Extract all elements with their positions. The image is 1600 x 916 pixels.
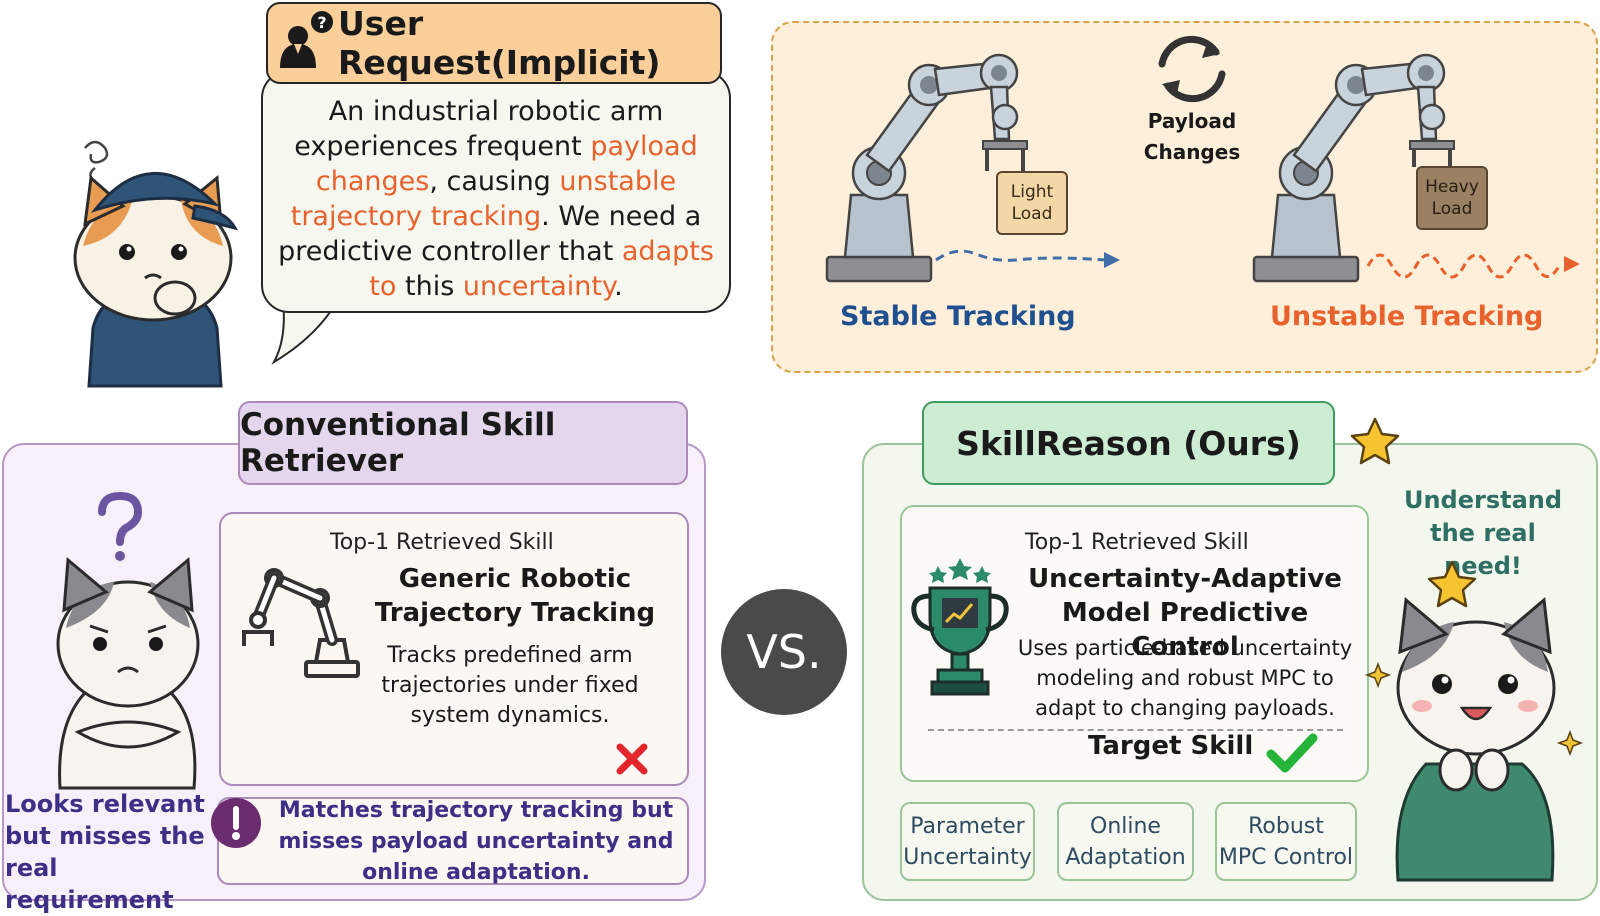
tag-line: Uncertainty	[903, 844, 1032, 870]
conventional-caption-line: real requirement	[5, 854, 174, 914]
conventional-skill-card	[219, 512, 689, 786]
conventional-skill-name-line: Trajectory Tracking	[374, 598, 656, 628]
conventional-skill-name: Generic Robotic Trajectory Tracking	[365, 562, 665, 630]
request-text-span: An industrial robotic arm	[328, 96, 664, 127]
tag-line: Parameter	[910, 813, 1025, 839]
request-text-span: . We need a	[541, 201, 702, 232]
confused-cat-with-cap-illustration	[73, 140, 238, 388]
payload-changes-label: Payload Changes	[1132, 106, 1252, 168]
request-text-span: .	[614, 271, 623, 302]
highlight-changes: changes	[315, 166, 430, 197]
speech-bubble	[261, 70, 731, 313]
conventional-desc-line: system dynamics.	[410, 703, 610, 728]
skillreason-top1-label: Top-1 Retrieved Skill	[1025, 530, 1249, 555]
green-check-icon	[1266, 733, 1318, 773]
light-load-label: Light	[1010, 182, 1054, 202]
unstable-trajectory-arrow	[1366, 253, 1580, 279]
robot-arm-stable-illustration	[825, 53, 1028, 283]
conventional-note-line: online adaptation.	[362, 860, 590, 885]
skillreason-header: SkillReason (Ours)	[922, 401, 1335, 485]
user-request-title: User Request(Implicit)	[338, 4, 661, 82]
target-skill-label: Target Skill	[1088, 731, 1254, 761]
exclamation-icon	[211, 798, 261, 848]
tag-online-adaptation: Online Adaptation	[1057, 802, 1194, 881]
tag-line: MPC Control	[1218, 844, 1354, 870]
conventional-retriever-title: Conventional Skill Retriever	[240, 407, 556, 479]
payload-changes-text: Payload	[1147, 109, 1237, 133]
conventional-note-text: Matches trajectory tracking but misses p…	[266, 795, 686, 888]
stable-trajectory-arrow	[935, 249, 1120, 268]
light-load-box: Light Load	[996, 171, 1068, 235]
payload-changes-text: Changes	[1143, 140, 1241, 164]
highlight-trajectory-tracking: trajectory tracking	[290, 201, 542, 232]
skillreason-skill-name: Uncertainty-Adaptive Model Predictive Co…	[1015, 562, 1355, 664]
conventional-left-caption: Looks relevant but misses the real requi…	[5, 788, 220, 916]
heavy-load-box: Heavy Load	[1416, 166, 1488, 230]
highlight-adapts: adapts	[621, 236, 714, 267]
skillreason-title: SkillReason (Ours)	[956, 423, 1301, 463]
highlight-uncertainty: uncertainty	[462, 271, 615, 302]
conventional-caption-line: but misses the	[5, 822, 205, 850]
request-line: experiences frequent payload	[268, 129, 724, 164]
tag-line: Online	[1090, 813, 1161, 839]
skeptical-cat-illustration	[56, 556, 200, 790]
red-x-icon	[616, 743, 648, 775]
request-text-span: predictive controller that	[278, 236, 622, 267]
request-line: to this uncertainty.	[268, 269, 724, 304]
unstable-tracking-label: Unstable Tracking	[1270, 301, 1544, 332]
vs-label: VS.	[746, 625, 822, 679]
skillreason-desc-line: Uses particle-based uncertainty	[1017, 636, 1353, 660]
conventional-note-line: Matches trajectory tracking but	[278, 798, 674, 823]
star-icon	[1350, 417, 1400, 465]
refresh-cycle-icon	[1158, 35, 1226, 103]
vs-badge: VS.	[721, 589, 847, 715]
request-line: trajectory tracking. We need a	[268, 199, 724, 234]
robot-arm-outline-icon	[242, 568, 360, 678]
request-line: An industrial robotic arm	[268, 94, 724, 129]
understand-caption-line: Understand	[1403, 486, 1563, 514]
trophy-icon	[911, 558, 1009, 696]
conventional-skill-name-line: Generic Robotic	[398, 564, 632, 594]
robot-arm-unstable-illustration	[1252, 53, 1455, 283]
conventional-top1-label: Top-1 Retrieved Skill	[330, 530, 554, 555]
user-request-header: ? User Request(Implicit)	[266, 2, 722, 84]
dashed-divider	[928, 729, 1343, 731]
tag-line: Robust	[1248, 813, 1324, 839]
highlight-to: to	[369, 271, 397, 302]
skillreason-skill-name-line: Model Predictive Control	[1061, 598, 1309, 662]
question-mark-icon	[98, 491, 143, 561]
skillreason-desc-line: adapt to changing payloads.	[1035, 696, 1335, 720]
request-line: changes, causing unstable	[268, 164, 724, 199]
skillreason-skill-name-line: Uncertainty-Adaptive	[1028, 564, 1342, 594]
highlight-unstable: unstable	[559, 166, 677, 197]
skillreason-desc-line: modeling and robust MPC to	[1036, 666, 1334, 690]
conventional-caption-line: Looks relevant	[5, 790, 205, 818]
heavy-load-label: Heavy	[1425, 177, 1479, 197]
happy-cat-with-star-illustration	[1364, 560, 1584, 882]
conventional-skill-description: Tracks predefined arm trajectories under…	[360, 641, 660, 731]
skillreason-skill-description: Uses particle-based uncertainty modeling…	[1010, 633, 1360, 723]
conventional-retriever-header: Conventional Skill Retriever	[238, 401, 688, 485]
request-text-span: this	[396, 271, 463, 302]
conventional-note-line: misses payload uncertainty and	[278, 829, 674, 854]
stable-tracking-label: Stable Tracking	[840, 301, 1076, 332]
highlight-payload: payload	[590, 131, 698, 162]
heavy-load-label: Load	[1431, 199, 1473, 219]
user-request-text: An industrial robotic arm experiences fr…	[268, 94, 724, 304]
light-load-label: Load	[1011, 204, 1053, 224]
tag-parameter-uncertainty: Parameter Uncertainty	[900, 802, 1035, 881]
conventional-desc-line: Tracks predefined arm	[387, 643, 633, 668]
request-line: predictive controller that adapts	[268, 234, 724, 269]
svg-text:?: ?	[317, 13, 326, 32]
request-text-span: , causing	[429, 166, 560, 197]
tag-line: Adaptation	[1065, 844, 1186, 870]
request-text-span: experiences frequent	[294, 131, 591, 162]
conventional-note-box	[217, 797, 689, 885]
conventional-desc-line: trajectories under fixed	[381, 673, 639, 698]
user-question-icon: ?	[280, 11, 333, 68]
tag-robust-mpc-control: Robust MPC Control	[1215, 802, 1357, 881]
